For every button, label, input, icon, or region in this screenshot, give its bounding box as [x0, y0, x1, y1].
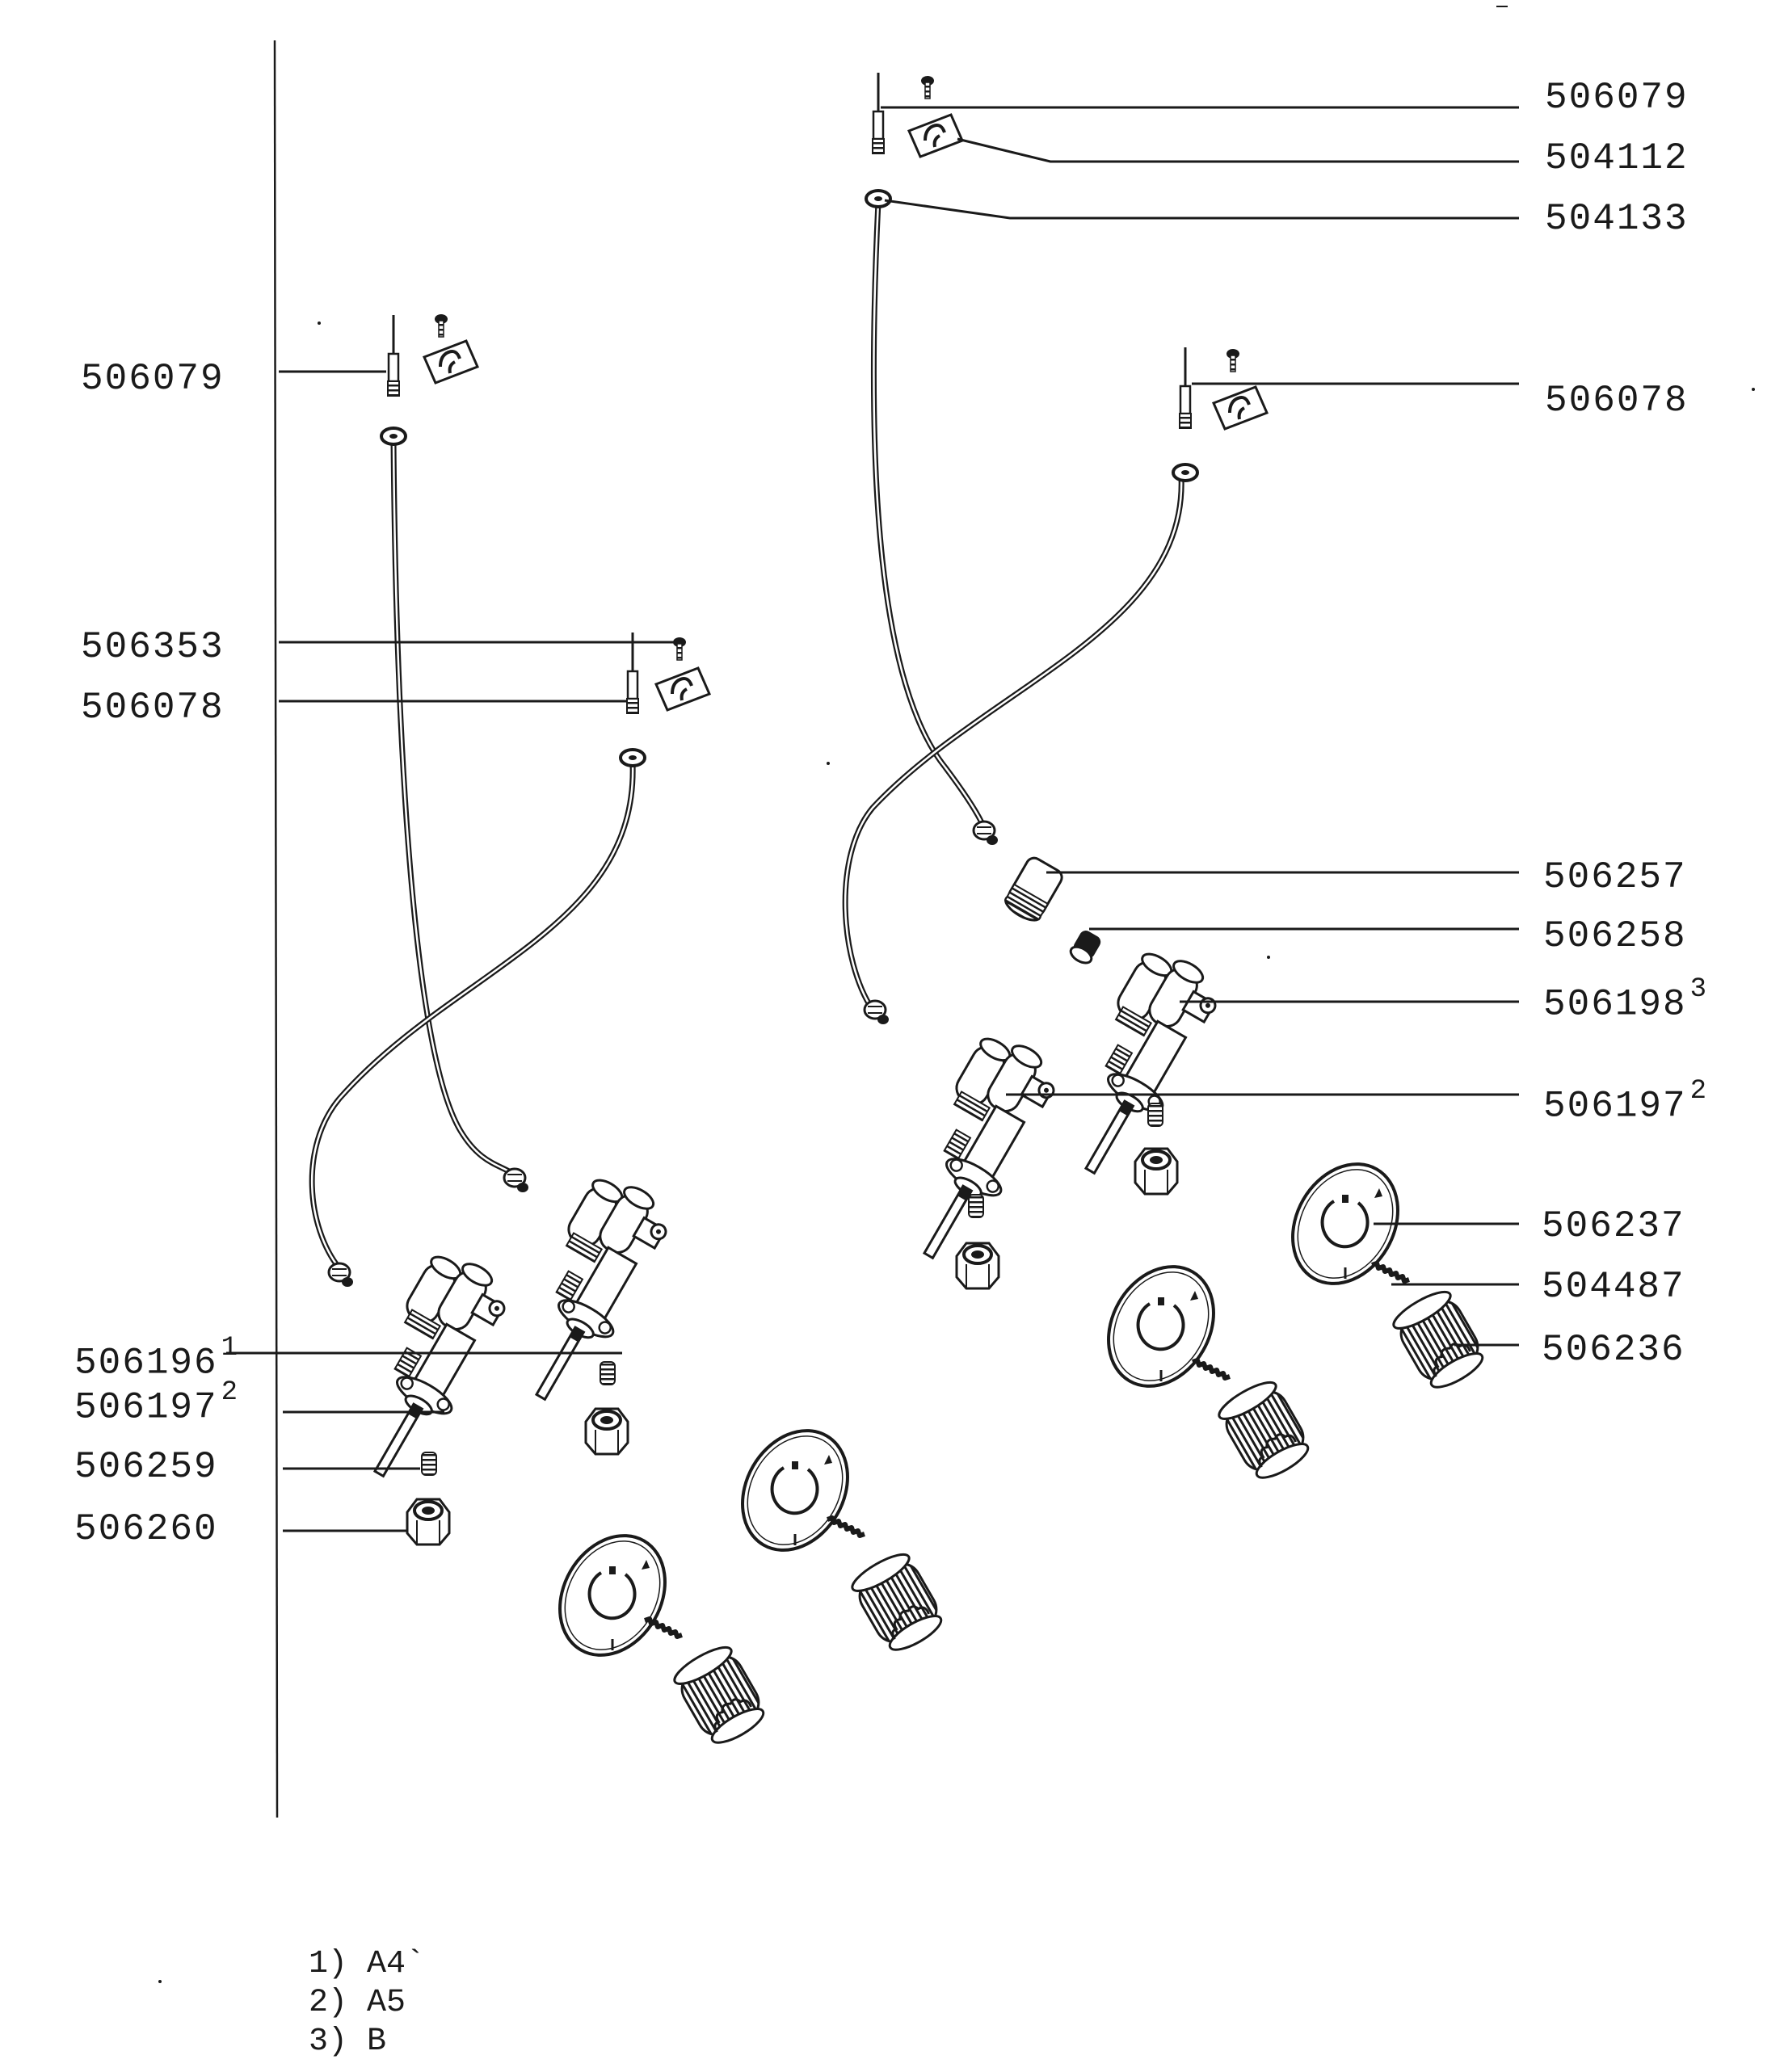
footnote-ref-2: 2	[221, 1377, 240, 1408]
part-label-506079-left: 506079	[81, 358, 225, 400]
leader-lines	[226, 106, 1519, 1532]
footnote-2: 2) A5	[309, 1985, 406, 2021]
part-label-506078-right: 506078	[1545, 380, 1689, 422]
part-label-506236: 506236	[1542, 1329, 1685, 1371]
part-label-504133: 504133	[1545, 198, 1689, 240]
part-label-506353: 506353	[81, 626, 225, 668]
footnote-1: 1) A4`	[309, 1946, 426, 1982]
part-label-504112: 504112	[1545, 137, 1689, 179]
footnote-3: 3) B	[309, 2024, 387, 2060]
part-label-506260: 506260	[74, 1508, 218, 1550]
part-label-506259: 506259	[74, 1446, 218, 1488]
footnote-ref-3: 3	[1689, 974, 1709, 1005]
part-label-506079-right: 506079	[1545, 77, 1689, 119]
part-label-506258: 506258	[1543, 915, 1687, 957]
part-label-506257: 506257	[1543, 856, 1687, 898]
footnote-ref-2-right: 2	[1689, 1076, 1709, 1107]
footnote-ref-1: 1	[221, 1333, 240, 1364]
part-label-504487: 504487	[1542, 1266, 1685, 1308]
part-label-506078-left: 506078	[81, 687, 225, 729]
part-label-506237: 506237	[1542, 1205, 1685, 1247]
